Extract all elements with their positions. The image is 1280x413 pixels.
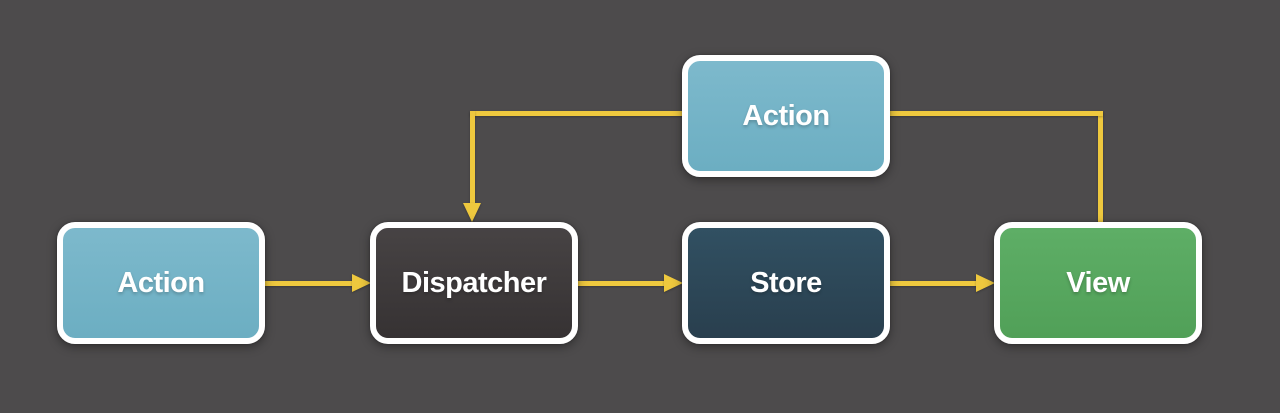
node-action-top: Action	[682, 55, 890, 177]
arrowhead-into-dispatcher-top	[463, 203, 481, 222]
connector-view-to-action-vertical	[1098, 111, 1103, 222]
connector-dispatcher-to-store	[576, 281, 666, 286]
connector-action-to-dispatcher	[263, 281, 353, 286]
connector-store-to-view	[888, 281, 978, 286]
node-action-left: Action	[57, 222, 265, 344]
connector-view-to-action-horizontal	[888, 111, 1103, 116]
node-view-label: View	[1066, 266, 1130, 299]
arrowhead-into-dispatcher-left	[352, 274, 371, 292]
connector-action-to-dispatcher-horizontal	[470, 111, 684, 116]
arrowhead-into-view	[976, 274, 995, 292]
node-dispatcher: Dispatcher	[370, 222, 578, 344]
node-action-left-label: Action	[117, 266, 205, 299]
connector-action-to-dispatcher-vertical	[470, 111, 475, 206]
node-store: Store	[682, 222, 890, 344]
arrowhead-into-store	[664, 274, 683, 292]
node-store-label: Store	[750, 266, 822, 299]
node-view: View	[994, 222, 1202, 344]
node-dispatcher-label: Dispatcher	[401, 266, 547, 299]
node-action-top-label: Action	[742, 99, 830, 132]
